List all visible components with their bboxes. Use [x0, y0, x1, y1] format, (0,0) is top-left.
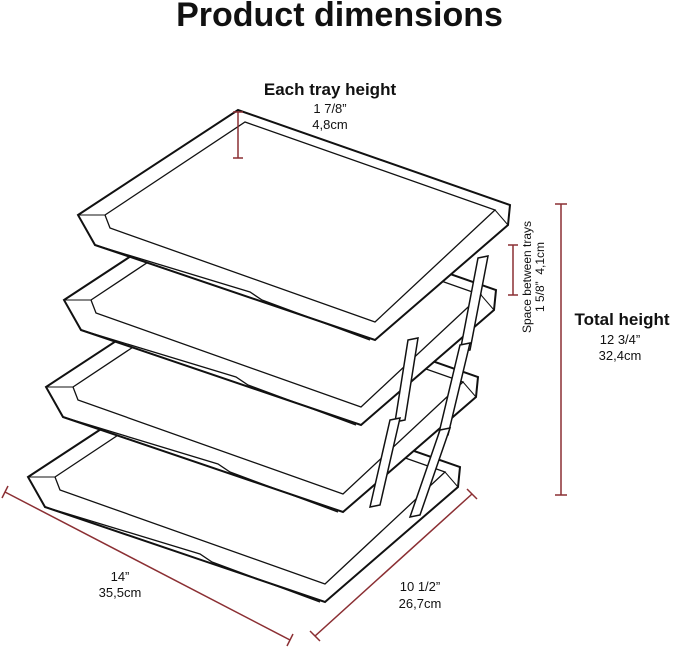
tray-height-metric: 4,8cm [312, 117, 348, 132]
tray-height-imperial: 1 7/8” [313, 101, 347, 116]
support-straps [369, 255, 489, 518]
total-height-label: Total height [574, 310, 670, 329]
width-metric: 35,5cm [98, 585, 142, 600]
page-title: Product dimensions [176, 0, 503, 34]
space-between-metric: 4,1cm [533, 241, 547, 275]
total-height-metric: 32,4cm [598, 348, 642, 363]
space-between-imperial: 1 5/8” [533, 281, 547, 313]
depth-metric: 26,7cm [398, 596, 442, 611]
width-imperial: 14” [110, 569, 130, 584]
total-height-imperial: 12 3/4” [599, 332, 641, 347]
space-between-label: Space between trays [520, 220, 534, 334]
tray-height-label: Each tray height [263, 80, 397, 99]
depth-imperial: 10 1/2” [399, 579, 441, 594]
dimension-lines [1, 111, 567, 647]
space-between-values: 1 5/8” 4,1cm [533, 212, 547, 342]
